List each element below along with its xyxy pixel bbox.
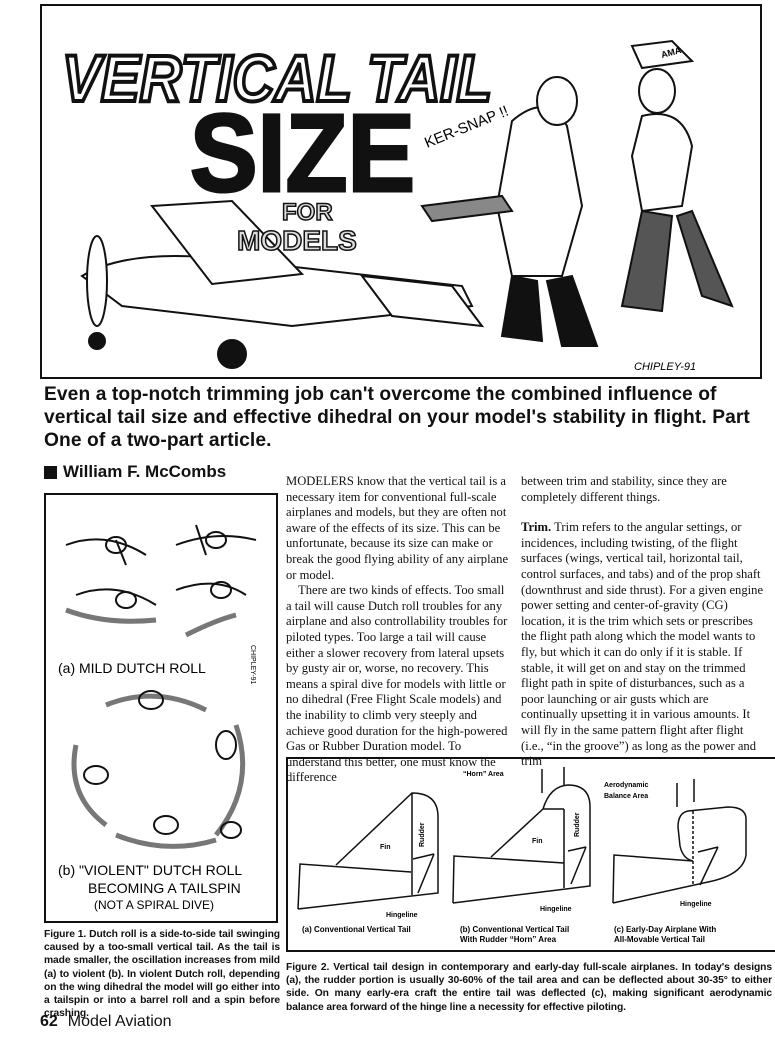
figure-1: CHIPLEY-91 (a) MILD DUTCH ROLL (b) "VIOL…: [44, 493, 278, 923]
figure1-label-a: (a) MILD DUTCH ROLL: [58, 660, 206, 676]
article-headline: Even a top-notch trimming job can't over…: [44, 384, 750, 451]
figure1-label-b1: (b) "VIOLENT" DUTCH ROLL: [58, 862, 242, 878]
page-number: 62: [40, 1013, 58, 1030]
title-line1: VERTICAL TAIL: [62, 41, 492, 115]
paragraph: MODELERS know that the vertical tail is …: [286, 474, 509, 582]
title-line3a: FOR: [282, 199, 333, 226]
cartoon-signature: CHIPLEY-91: [634, 361, 696, 373]
fin-label: Fin: [380, 844, 391, 851]
body-column-1: MODELERS know that the vertical tail is …: [286, 474, 512, 786]
paragraph: between trim and stability, since they a…: [521, 474, 727, 504]
subcaption-b2: With Rudder “Horn” Area: [460, 935, 557, 944]
figure-2-caption: Figure 2. Vertical tail design in contem…: [286, 962, 772, 1013]
paragraph: There are two kinds of effects. Too smal…: [286, 583, 508, 785]
hingeline-label: Hingeline: [540, 906, 572, 913]
dutch-roll-mild-illustration: [65, 524, 257, 638]
tail-diagram-b: [452, 767, 591, 904]
characters-illustration: [420, 39, 734, 347]
figure1-label-b3: (NOT A SPIRAL DIVE): [94, 898, 214, 912]
tail-diagram-c: [612, 779, 747, 904]
subcaption-c2: All-Movable Vertical Tail: [614, 935, 705, 944]
tail-diagram-a: [297, 792, 439, 910]
title-line2: SIZE: [190, 92, 415, 215]
airplane-illustration: [80, 199, 485, 369]
subcaption-a: (a) Conventional Vertical Tail: [302, 925, 411, 934]
rudder-label: Rudder: [574, 812, 581, 837]
figure-2: Fin Rudder Hingeline “Horn” Area Fin Rud…: [286, 757, 775, 952]
author-name: William F. McCombs: [63, 462, 227, 481]
subcaption-c1: (c) Early-Day Airplane With: [614, 925, 716, 934]
hingeline-label: Hingeline: [386, 912, 418, 919]
figure1-label-b2: BECOMING A TAILSPIN: [88, 880, 241, 896]
page-footer: 62 Model Aviation: [40, 1013, 172, 1031]
rudder-label: Rudder: [419, 822, 426, 847]
figure1-signature: CHIPLEY-91: [249, 645, 256, 685]
hingeline-label: Hingeline: [680, 901, 712, 908]
balance-area-label-2: Balance Area: [604, 793, 648, 800]
title-line3b: MODELS: [237, 225, 357, 256]
figure-1-caption: Figure 1. Dutch roll is a side-to-side t…: [44, 929, 280, 1020]
magazine-name: Model Aviation: [67, 1013, 172, 1030]
horn-area-label: “Horn” Area: [463, 771, 504, 778]
balance-area-label-1: Aerodynamic: [604, 782, 648, 789]
byline: William F. McCombs: [44, 462, 226, 482]
dutch-roll-violent-illustration: [71, 690, 246, 849]
section-heading-trim: Trim.: [521, 520, 552, 535]
header-cartoon: VERTICAL TAIL SIZE FOR MODELS KER-SNAP !…: [40, 4, 762, 379]
bullet-square-icon: [44, 465, 57, 479]
body-column-2: between trim and stability, since they a…: [521, 474, 765, 770]
fin-label: Fin: [532, 838, 543, 845]
subcaption-b1: (b) Conventional Vertical Tail: [460, 925, 569, 934]
paragraph-trim: Trim. Trim refers to the angular setting…: [521, 520, 765, 770]
title-lettering: VERTICAL TAIL SIZE FOR MODELS: [60, 39, 494, 257]
paragraph-text: Trim refers to the angular settings, or …: [521, 520, 764, 769]
